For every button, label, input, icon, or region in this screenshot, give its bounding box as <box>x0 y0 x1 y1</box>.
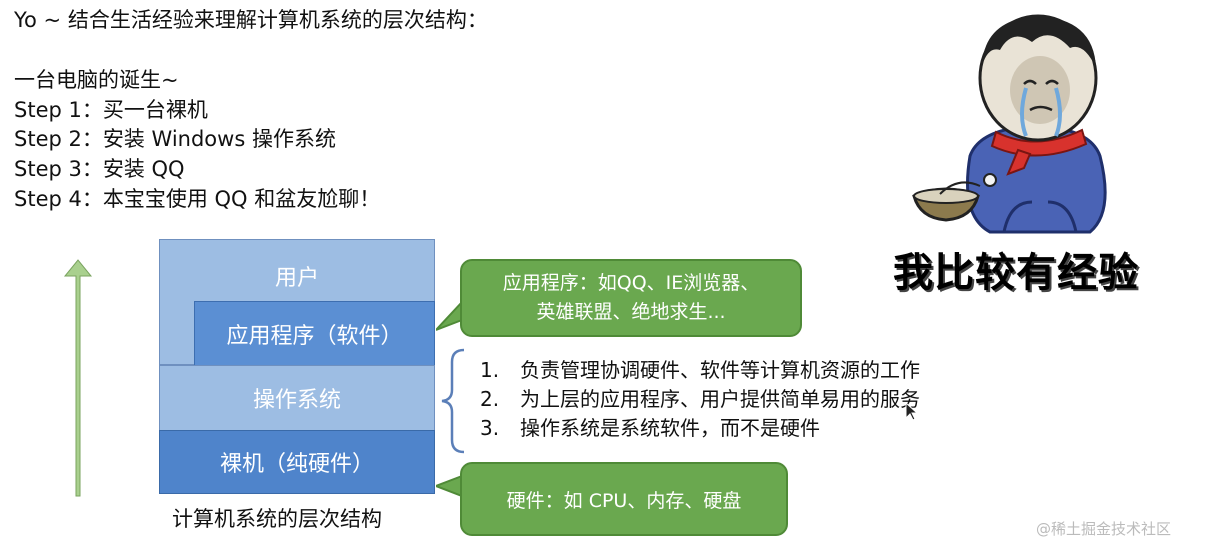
layer-application: 应用程序（软件） <box>194 301 435 366</box>
layer-os-label: 操作系统 <box>252 388 341 413</box>
os-point-3: 3.操作系统是系统软件，而不是硬件 <box>480 416 820 440</box>
mouse-cursor-icon <box>905 402 919 421</box>
layer-operating-system: 操作系统 <box>159 365 435 431</box>
hw-callout: 硬件：如 CPU、内存、硬盘 <box>460 462 788 536</box>
step-2: Step 2：安装 Windows 操作系统 <box>14 127 336 151</box>
os-point-2: 2.为上层的应用程序、用户提供简单易用的服务 <box>480 387 920 411</box>
layer-hardware: 裸机（纯硬件） <box>159 430 435 494</box>
step-4: Step 4：本宝宝使用 QQ 和盆友尬聊！ <box>14 187 381 211</box>
app-callout: 应用程序：如QQ、IE浏览器、 英雄联盟、绝地求生... <box>460 259 802 337</box>
layer-user-label: 用户 <box>274 266 319 291</box>
intro-subtitle: 一台电脑的诞生~ <box>14 68 179 92</box>
layer-hardware-label: 裸机（纯硬件） <box>219 452 374 477</box>
step-3: Step 3：安装 QQ <box>14 157 185 181</box>
upward-arrow <box>63 259 93 497</box>
step-1: Step 1：买一台裸机 <box>14 98 208 122</box>
os-points-list: 1.负责管理协调硬件、软件等计算机资源的工作 2.为上层的应用程序、用户提供简单… <box>480 356 920 443</box>
layer-application-label: 应用程序（软件） <box>226 323 403 349</box>
crying-meme-illustration <box>912 14 1107 234</box>
diagram-caption: 计算机系统的层次结构 <box>172 507 382 531</box>
watermark: @稀土掘金技术社区 <box>1036 520 1172 538</box>
app-callout-line-2: 英雄联盟、绝地求生... <box>536 301 726 323</box>
intro-title: Yo ~ 结合生活经验来理解计算机系统的层次结构： <box>14 8 488 32</box>
os-point-1: 1.负责管理协调硬件、软件等计算机资源的工作 <box>480 358 920 382</box>
os-brace <box>441 348 465 454</box>
app-callout-line-1: 应用程序：如QQ、IE浏览器、 <box>502 272 760 294</box>
meme-caption: 我比较有经验 <box>893 250 1139 296</box>
